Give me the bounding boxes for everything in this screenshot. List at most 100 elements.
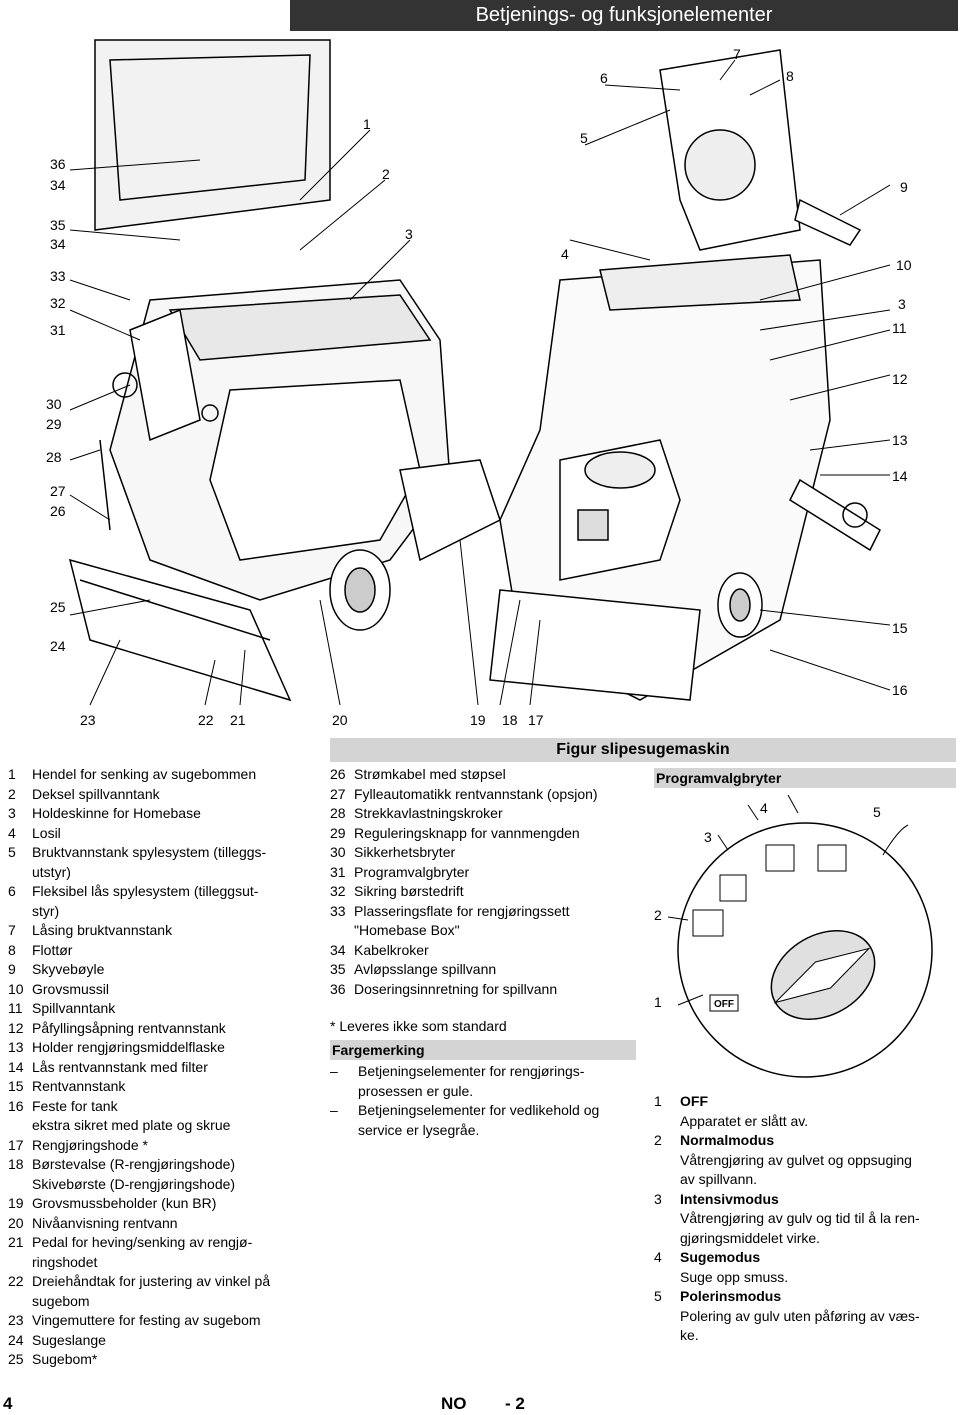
legend-number: 28 bbox=[330, 805, 346, 821]
callout-8: 8 bbox=[786, 68, 794, 84]
legend-text: Holder rengjøringsmiddelflaske bbox=[32, 1039, 225, 1055]
callout-24: 24 bbox=[50, 638, 66, 654]
legend-text: Plasseringsflate for rengjøringssett "Ho… bbox=[354, 902, 570, 939]
callout-28: 28 bbox=[46, 449, 62, 465]
colour-text: Betjeningselementer for vedlikehold og s… bbox=[358, 1102, 600, 1138]
legend-number: 4 bbox=[8, 824, 16, 841]
callout-23: 23 bbox=[80, 712, 96, 728]
callout-35: 35 bbox=[50, 217, 66, 233]
mode-description: Polering av gulv uten påføring av væs- k… bbox=[680, 1307, 920, 1344]
callout-5: 5 bbox=[580, 130, 588, 146]
callout-9: 9 bbox=[900, 179, 908, 195]
footnote: * Leveres ikke som standard bbox=[330, 1018, 507, 1034]
legend-text: Fylleautomatikk rentvannstank (opsjon) bbox=[354, 785, 598, 802]
dial-number-1: 1 bbox=[654, 994, 662, 1010]
footer-suffix: - 2 bbox=[505, 1394, 525, 1413]
dial-number-5: 5 bbox=[873, 804, 881, 820]
dash-bullet: – bbox=[330, 1102, 338, 1118]
legend-text: Deksel spillvanntank bbox=[32, 785, 160, 802]
legend-text: Holdeskinne for Homebase bbox=[32, 805, 201, 821]
legend-text: Dreiehåndtak for justering av vinkel på … bbox=[32, 1273, 271, 1309]
legend-text: Sikring børstedrift bbox=[354, 883, 464, 899]
legend-item: 28 Strekkavlastningskroker bbox=[330, 804, 640, 824]
mode-description: Apparatet er slått av. bbox=[680, 1112, 809, 1129]
callout-16: 16 bbox=[892, 682, 908, 698]
mode-name: OFF bbox=[680, 1093, 708, 1109]
legend-number: 22 bbox=[8, 1273, 24, 1289]
legend-number: 16 bbox=[8, 1097, 24, 1114]
legend-number: 11 bbox=[8, 1000, 23, 1016]
callout-3: 3 bbox=[405, 226, 413, 242]
mode-number: 1 bbox=[654, 1093, 662, 1109]
legend-text: Kabelkroker bbox=[354, 941, 429, 958]
page-header: Betjenings- og funksjonelementer bbox=[290, 0, 958, 31]
legend-item: 27 Fylleautomatikk rentvannstank (opsjon) bbox=[330, 785, 640, 805]
legend-item: 5 Bruktvannstank spylesystem (tilleggs- u… bbox=[8, 843, 308, 882]
footer-language: NO bbox=[441, 1394, 467, 1413]
mode-name: Sugemodus bbox=[680, 1249, 761, 1265]
legend-item: 12 Påfyllingsåpning rentvannstank bbox=[8, 1019, 308, 1039]
callout-31: 31 bbox=[50, 322, 66, 338]
dial-number-3: 3 bbox=[704, 829, 712, 845]
legend-text: Programvalgbryter bbox=[354, 863, 470, 880]
callout-30: 30 bbox=[46, 396, 62, 412]
legend-number: 27 bbox=[330, 785, 346, 802]
mode-name: Intensivmodus bbox=[680, 1190, 779, 1207]
legend-number: 26 bbox=[330, 766, 346, 782]
colour-text: Betjeningselementer for rengjørings- pro… bbox=[358, 1063, 585, 1099]
dash-bullet: – bbox=[330, 1063, 338, 1079]
footer-page-number: 4 bbox=[3, 1394, 13, 1413]
legend-number: 7 bbox=[8, 922, 16, 938]
legend-text: Sugeslange bbox=[32, 1331, 106, 1348]
legend-text: Rentvannstank bbox=[32, 1078, 126, 1094]
legend-number: 12 bbox=[8, 1019, 24, 1036]
legend-number: 15 bbox=[8, 1078, 24, 1094]
legend-item: 33 Plasseringsflate for rengjøringssett "… bbox=[330, 902, 640, 941]
legend-text: Påfyllingsåpning rentvannstank bbox=[32, 1019, 226, 1036]
legend-text: Nivåanvisning rentvann bbox=[32, 1214, 178, 1231]
legend-number: 25 bbox=[8, 1351, 24, 1367]
legend-text: Spillvanntank bbox=[32, 1000, 116, 1016]
mode-description: Våtrengjøring av gulv og tid til å la re… bbox=[680, 1210, 920, 1246]
callout-34: 34 bbox=[50, 177, 66, 193]
callout-13: 13 bbox=[892, 432, 908, 448]
legend-number: 33 bbox=[330, 902, 346, 919]
legend-text: Pedal for heving/senking av rengjø- ring… bbox=[32, 1234, 253, 1270]
legend-number: 5 bbox=[8, 844, 16, 860]
callout-34: 34 bbox=[50, 236, 66, 252]
legend-number: 20 bbox=[8, 1214, 24, 1231]
callout-18: 18 bbox=[502, 712, 518, 728]
legend-number: 14 bbox=[8, 1058, 24, 1075]
legend-text: Bruktvannstank spylesystem (tilleggs- ut… bbox=[32, 844, 267, 880]
colour-item: – Betjeningselementer for rengjørings- pr… bbox=[330, 1062, 640, 1101]
legend-item: 15 Rentvannstank bbox=[8, 1077, 308, 1097]
legend-text: Hendel for senking av sugebommen bbox=[32, 766, 257, 782]
legend-text: Strekkavlastningskroker bbox=[354, 805, 503, 821]
callout-33: 33 bbox=[50, 268, 66, 284]
program-heading: Programvalgbryter bbox=[654, 768, 956, 788]
callout-15: 15 bbox=[892, 620, 908, 636]
program-dial: OFF 1 2 3 4 5 bbox=[654, 795, 933, 1078]
callout-4: 4 bbox=[561, 246, 569, 262]
figure-caption: Figur slipesugemaskin bbox=[330, 738, 956, 762]
legend-item: 2 Deksel spillvanntank bbox=[8, 785, 308, 805]
callout-22: 22 bbox=[198, 712, 214, 728]
legend-number: 2 bbox=[8, 785, 16, 802]
